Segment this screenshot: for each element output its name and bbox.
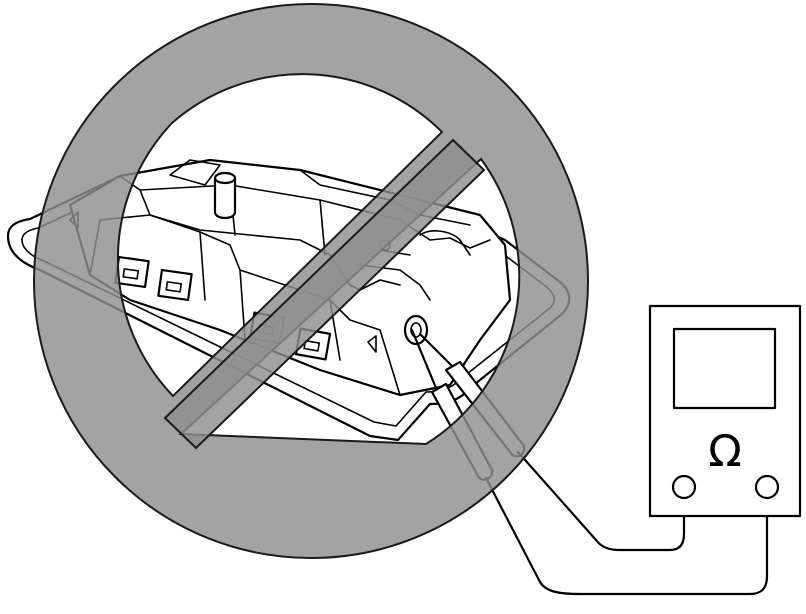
ohm-icon: Ω xyxy=(708,426,742,477)
test-lead-wire xyxy=(516,450,686,552)
prohibition-sign-icon xyxy=(33,2,589,560)
ohmmeter: Ω xyxy=(648,304,802,518)
connector-slot xyxy=(114,255,150,289)
meter-terminal-icon xyxy=(754,474,780,500)
connector-slot xyxy=(157,268,193,302)
meter-terminal-icon xyxy=(671,474,697,500)
meter-display xyxy=(672,327,777,410)
component-terminal-post xyxy=(213,171,237,220)
test-lead-wire xyxy=(484,476,769,596)
